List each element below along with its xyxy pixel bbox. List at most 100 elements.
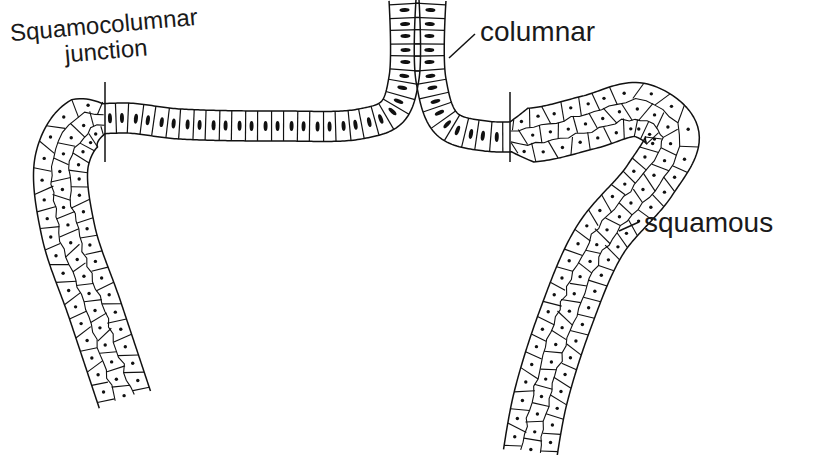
cell-nucleus — [623, 182, 626, 185]
cell-wall — [634, 120, 637, 137]
cell-wall — [548, 141, 558, 159]
cell-wall — [127, 103, 128, 133]
cell-nucleus — [605, 228, 608, 231]
cell-nucleus — [567, 127, 570, 130]
cell-nucleus — [529, 448, 532, 451]
cell-nucleus — [533, 430, 536, 433]
cell-wall — [511, 142, 518, 153]
cell-wall — [40, 227, 59, 229]
cell-nucleus — [652, 174, 655, 177]
cell-wall — [623, 171, 635, 183]
cell-wall — [524, 438, 542, 441]
cell-nucleus — [377, 114, 384, 125]
cell-nucleus — [544, 377, 547, 380]
cell-wall — [602, 195, 612, 213]
cell-wall — [652, 164, 669, 171]
cell-wall — [595, 229, 610, 244]
cell-nucleus — [250, 121, 254, 131]
cell-wall — [578, 263, 591, 273]
cell-nucleus — [683, 158, 686, 161]
cell-wall — [605, 245, 619, 260]
leader-line — [619, 222, 639, 231]
cell-wall — [678, 105, 684, 123]
cell-wall — [84, 300, 102, 302]
cell-wall — [80, 348, 97, 352]
cell-nucleus — [653, 113, 656, 116]
cell-nucleus — [576, 242, 579, 245]
cell-nucleus — [100, 276, 103, 279]
cell-wall — [219, 111, 221, 141]
cell-wall — [70, 311, 87, 319]
cell-wall — [415, 69, 445, 71]
cell-nucleus — [85, 227, 88, 230]
region-label: columnar — [480, 16, 660, 47]
cell-wall — [543, 433, 561, 434]
cell-wall — [542, 106, 551, 123]
cell-nucleus — [94, 260, 97, 263]
cell-nucleus — [424, 60, 434, 64]
cell-nucleus — [427, 85, 438, 91]
cell-nucleus — [587, 102, 590, 105]
cell-wall — [50, 264, 69, 265]
cell-nucleus — [666, 125, 669, 128]
cell-wall — [359, 109, 365, 138]
cell-wall — [583, 297, 600, 302]
cell-wall — [629, 220, 638, 236]
cell-nucleus — [69, 241, 72, 244]
cell-nucleus — [171, 118, 176, 128]
cell-wall — [514, 391, 535, 392]
cell-wall — [510, 409, 529, 411]
cell-wall — [113, 334, 131, 342]
cell-wall — [417, 79, 447, 84]
cell-nucleus — [468, 129, 474, 140]
cell-nucleus — [387, 107, 397, 117]
cell-nucleus — [618, 215, 621, 218]
cell-wall — [35, 186, 54, 194]
cell-nucleus — [602, 97, 605, 100]
junction-line — [104, 82, 106, 162]
cell-nucleus — [46, 217, 49, 220]
cell-wall — [586, 250, 601, 253]
cell-wall — [297, 111, 299, 141]
cell-wall — [51, 177, 71, 182]
cell-nucleus — [89, 141, 92, 144]
cell-wall — [204, 110, 206, 140]
cell-wall — [502, 122, 503, 152]
cell-wall — [633, 189, 642, 202]
cell-wall — [579, 97, 582, 116]
cell-nucleus — [341, 121, 346, 131]
cell-wall — [570, 331, 588, 335]
cell-nucleus — [629, 127, 632, 130]
cell-nucleus — [524, 380, 527, 383]
cell-nucleus — [131, 362, 134, 365]
cell-nucleus — [669, 142, 672, 145]
cell-nucleus — [77, 177, 80, 180]
cell-nucleus — [70, 136, 73, 139]
label-holder: columnar — [480, 16, 660, 47]
cell-wall — [561, 102, 564, 121]
cell-nucleus — [61, 188, 64, 191]
cell-wall — [558, 123, 559, 139]
cell-nucleus — [578, 141, 581, 144]
cell-wall — [133, 387, 149, 390]
epithelium-cells — [33, 0, 699, 455]
cell-nucleus — [673, 175, 676, 178]
cell-nucleus — [276, 121, 280, 131]
cell-wall — [107, 366, 125, 372]
cell-nucleus — [115, 378, 118, 381]
cell-nucleus — [434, 109, 445, 117]
cell-wall — [46, 126, 65, 129]
cell-nucleus — [549, 130, 552, 133]
cell-nucleus — [593, 290, 596, 293]
cell-wall — [53, 195, 71, 201]
cell-nucleus — [94, 132, 97, 135]
cell-nucleus — [637, 127, 640, 130]
cell-wall — [571, 137, 573, 155]
cell-nucleus — [81, 150, 84, 153]
cell-nucleus — [595, 243, 598, 246]
cell-wall — [414, 55, 444, 57]
cell-nucleus — [114, 310, 117, 313]
cell-nucleus — [145, 115, 150, 125]
cell-nucleus — [549, 441, 552, 444]
cell-nucleus — [82, 275, 85, 278]
